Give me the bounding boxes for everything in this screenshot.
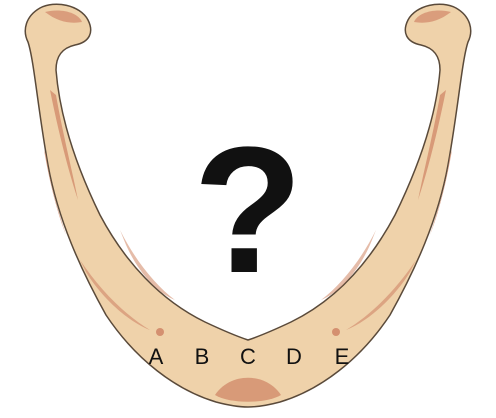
- label-c: C: [240, 344, 256, 369]
- label-e: E: [335, 344, 350, 369]
- question-mark: ?: [193, 110, 303, 311]
- right-mental-foramen: [332, 328, 340, 336]
- label-d: D: [286, 344, 302, 369]
- label-a: A: [149, 344, 164, 369]
- label-b: B: [195, 344, 210, 369]
- left-mental-foramen: [156, 328, 164, 336]
